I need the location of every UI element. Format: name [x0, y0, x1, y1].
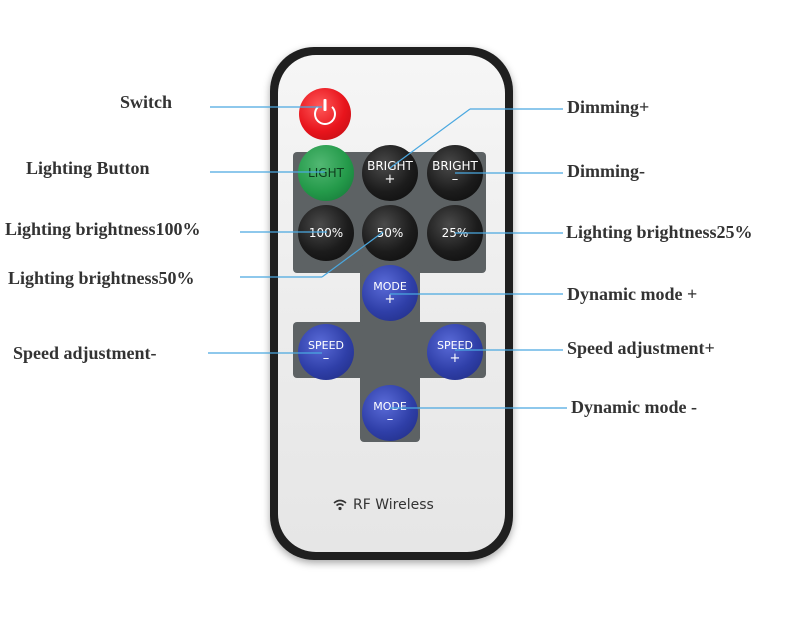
label-dimming-plus: Dimming+: [567, 97, 650, 117]
callout-line-50-diag: [321, 231, 384, 278]
label-mode-minus: Dynamic mode -: [571, 397, 697, 417]
brightness-50-button[interactable]: 50%: [362, 205, 418, 261]
label-speed-plus: Speed adjustment+: [567, 338, 715, 358]
brand-label: RF Wireless: [333, 497, 434, 513]
mode-minus-button[interactable]: MODE –: [362, 385, 418, 441]
light-button[interactable]: LIGHT: [298, 145, 354, 201]
label-brightness-50: Lighting brightness50%: [8, 268, 195, 288]
bright-plus-button[interactable]: BRIGHT +: [362, 145, 418, 201]
brand-text: RF Wireless: [353, 497, 434, 513]
speed-minus-button[interactable]: SPEED –: [298, 324, 354, 380]
speed-plus-button[interactable]: SPEED +: [427, 324, 483, 380]
mode-plus-button[interactable]: MODE +: [362, 265, 418, 321]
callout-line-dimming-plus-diag: [389, 108, 471, 169]
power-button[interactable]: [299, 88, 351, 140]
label-speed-minus: Speed adjustment-: [13, 343, 157, 363]
label-brightness-100: Lighting brightness100%: [5, 219, 201, 239]
label-dimming-minus: Dimming-: [567, 161, 645, 181]
wireless-icon: [333, 499, 347, 511]
label-mode-plus: Dynamic mode +: [567, 284, 698, 304]
label-lighting-button: Lighting Button: [26, 158, 150, 178]
label-switch: Switch: [120, 92, 173, 112]
brightness-100-button[interactable]: 100%: [298, 205, 354, 261]
power-icon: [314, 103, 336, 125]
label-brightness-25: Lighting brightness25%: [566, 222, 753, 242]
